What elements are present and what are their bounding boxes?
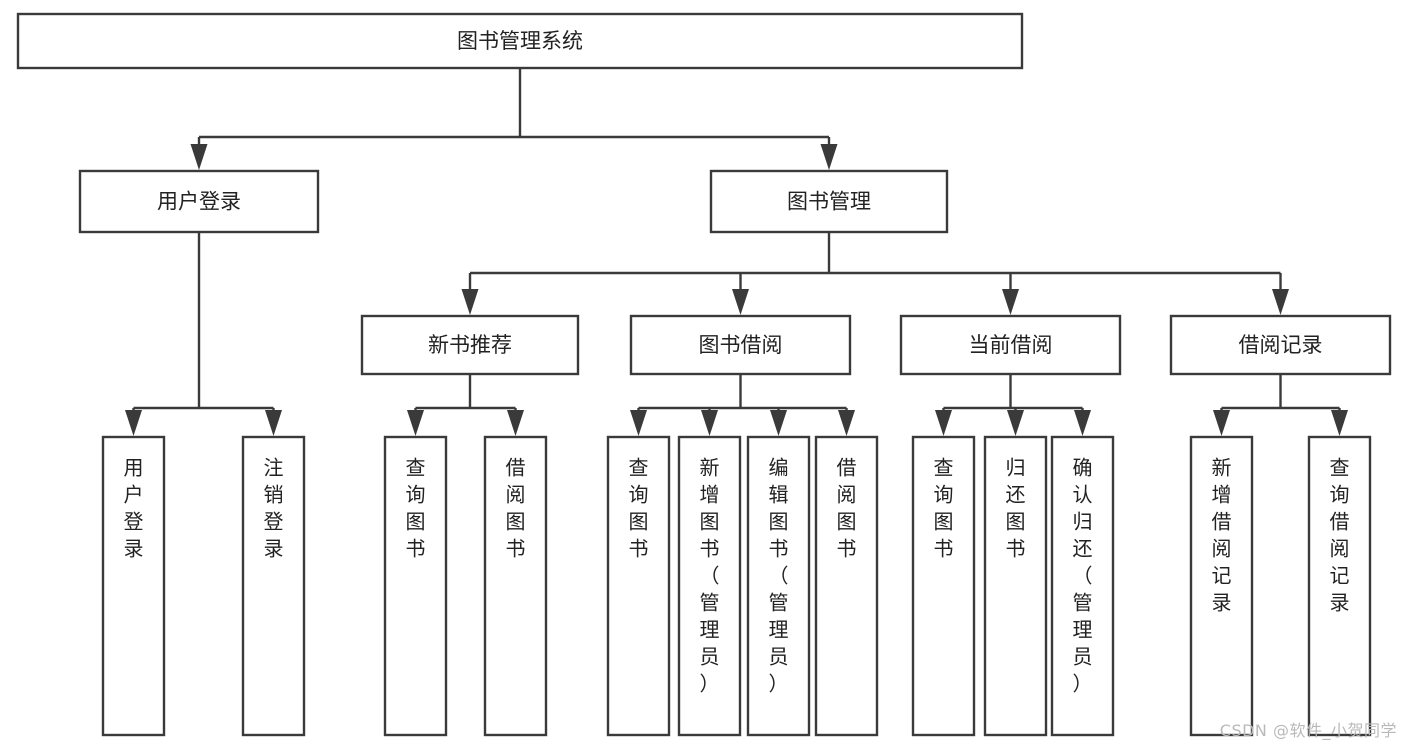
- node-box[interactable]: [899, 314, 1122, 376]
- arrow-head-icon: [1002, 289, 1019, 315]
- arrow-head-icon: [265, 410, 282, 436]
- node-borrow[interactable]: 图书借阅: [629, 314, 852, 376]
- node-layer: 图书管理系统用户登录图书管理新书推荐图书借阅当前借阅借阅记录用户登录注销登录查询…: [16, 12, 1392, 737]
- node-label: 图书借阅: [699, 333, 783, 357]
- node-current[interactable]: 当前借阅: [899, 314, 1122, 376]
- node-leaf_borrow_1[interactable]: 查询图书: [606, 435, 671, 737]
- arrow-head-icon: [190, 144, 208, 170]
- arrow-head-icon: [820, 144, 838, 170]
- node-newbook[interactable]: 新书推荐: [360, 314, 580, 376]
- connector-group-record: [1213, 374, 1348, 436]
- node-leaf_new_1[interactable]: 查询图书: [383, 435, 448, 737]
- node-label: 借阅图书: [837, 455, 857, 560]
- node-label: 归还图书: [1006, 455, 1026, 560]
- arrow-head-icon: [630, 410, 647, 436]
- node-label: 注销登录: [264, 455, 284, 560]
- node-box[interactable]: [1050, 435, 1115, 737]
- node-box[interactable]: [483, 435, 548, 737]
- node-label: 查询图书: [629, 455, 649, 560]
- connector-group-newbook: [407, 374, 524, 436]
- connector-group-borrow: [630, 374, 855, 436]
- connector-group-bookmgmt: [461, 232, 1289, 315]
- node-box[interactable]: [606, 435, 671, 737]
- arrow-head-icon: [701, 410, 718, 436]
- node-root[interactable]: 图书管理系统: [16, 12, 1024, 70]
- node-label: 编辑图书（管理员）: [769, 455, 789, 695]
- node-login[interactable]: 用户登录: [78, 169, 320, 234]
- arrow-head-icon: [1331, 410, 1348, 436]
- node-box[interactable]: [709, 169, 949, 234]
- node-box[interactable]: [911, 435, 976, 737]
- node-box[interactable]: [360, 314, 580, 376]
- node-box[interactable]: [383, 435, 448, 737]
- node-box[interactable]: [241, 435, 306, 737]
- arrow-head-icon: [1074, 410, 1091, 436]
- node-label: 借阅记录: [1239, 333, 1323, 357]
- node-leaf_rec_1[interactable]: 新增借阅记录: [1189, 435, 1254, 737]
- arrow-head-icon: [461, 289, 479, 315]
- edge-layer: [125, 68, 1348, 436]
- arrow-head-icon: [125, 410, 142, 436]
- node-box[interactable]: [677, 435, 742, 737]
- node-label: 新增借阅记录: [1212, 455, 1232, 614]
- node-box[interactable]: [629, 314, 852, 376]
- node-label: 图书管理: [787, 190, 871, 214]
- node-box[interactable]: [78, 169, 320, 234]
- node-leaf_login_1[interactable]: 用户登录: [101, 435, 166, 737]
- node-box[interactable]: [983, 435, 1048, 737]
- node-leaf_rec_2[interactable]: 查询借阅记录: [1307, 435, 1372, 737]
- arrow-head-icon: [1007, 410, 1024, 436]
- node-label: 图书管理系统: [457, 29, 583, 53]
- node-box[interactable]: [1307, 435, 1372, 737]
- arrow-head-icon: [732, 289, 749, 315]
- node-label: 用户登录: [124, 455, 144, 560]
- arrow-head-icon: [1272, 289, 1289, 315]
- node-leaf_borrow_4[interactable]: 借阅图书: [814, 435, 879, 737]
- node-box[interactable]: [101, 435, 166, 737]
- node-leaf_cur_2[interactable]: 归还图书: [983, 435, 1048, 737]
- connector-group-root: [190, 68, 838, 170]
- node-label: 新增图书（管理员）: [700, 455, 720, 695]
- csdn-watermark: CSDN @软件_小贺同学: [1219, 721, 1397, 740]
- node-bookmgmt[interactable]: 图书管理: [709, 169, 949, 234]
- node-label: 借阅图书: [506, 455, 526, 560]
- node-box[interactable]: [16, 12, 1024, 70]
- node-box[interactable]: [1169, 314, 1392, 376]
- node-label: 用户登录: [157, 190, 241, 214]
- arrow-head-icon: [935, 410, 952, 436]
- node-box[interactable]: [814, 435, 879, 737]
- node-label: 确认归还（管理员）: [1073, 455, 1093, 695]
- node-label: 当前借阅: [969, 333, 1053, 357]
- node-label: 查询图书: [934, 455, 954, 560]
- node-leaf_cur_3[interactable]: 确认归还（管理员）: [1050, 435, 1115, 737]
- node-label: 查询借阅记录: [1330, 455, 1350, 614]
- node-label: 新书推荐: [428, 333, 512, 357]
- node-leaf_borrow_2[interactable]: 新增图书（管理员）: [677, 435, 742, 737]
- arrow-head-icon: [407, 410, 424, 436]
- node-leaf_cur_1[interactable]: 查询图书: [911, 435, 976, 737]
- node-leaf_borrow_3[interactable]: 编辑图书（管理员）: [746, 435, 811, 737]
- node-box[interactable]: [1189, 435, 1254, 737]
- arrow-head-icon: [770, 410, 787, 436]
- arrow-head-icon: [1213, 410, 1230, 436]
- connector-group-current: [935, 374, 1091, 436]
- arrow-head-icon: [507, 410, 524, 436]
- node-label: 查询图书: [406, 455, 426, 560]
- arrow-head-icon: [838, 410, 855, 436]
- connector-group-login: [125, 232, 282, 436]
- node-record[interactable]: 借阅记录: [1169, 314, 1392, 376]
- node-leaf_login_2[interactable]: 注销登录: [241, 435, 306, 737]
- node-leaf_new_2[interactable]: 借阅图书: [483, 435, 548, 737]
- node-box[interactable]: [746, 435, 811, 737]
